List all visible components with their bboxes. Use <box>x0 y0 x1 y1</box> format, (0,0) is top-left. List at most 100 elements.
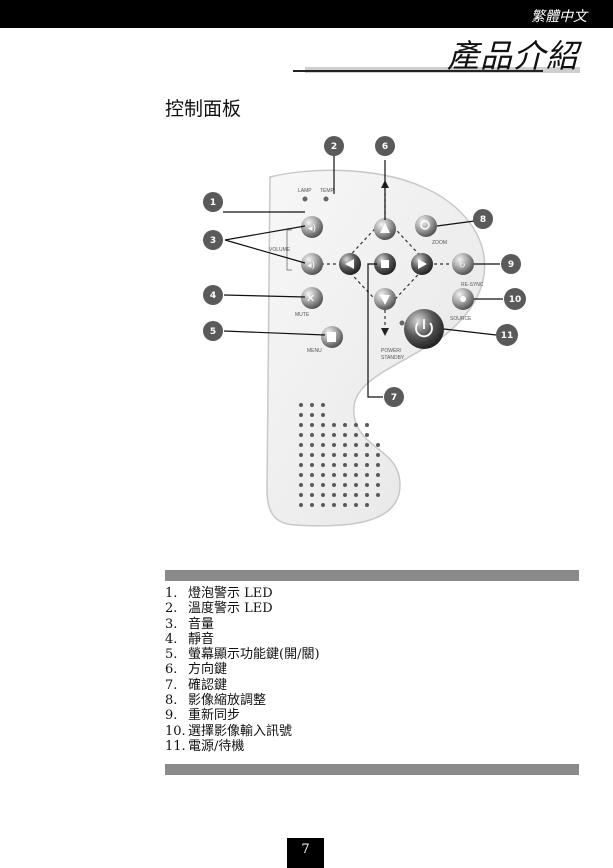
speaker-hole <box>332 453 336 457</box>
section-heading: 控制面板 <box>165 98 242 120</box>
speaker-hole <box>365 503 369 507</box>
callout-markers: 1 2 3 4 5 6 7 8 9 10 11 <box>203 136 526 407</box>
callout-2: 2 <box>324 136 344 156</box>
svg-text:↻: ↻ <box>458 261 466 271</box>
legend-text: 方向鍵 <box>188 662 228 678</box>
speaker-hole <box>354 463 358 467</box>
svg-text:◂): ◂) <box>308 223 316 234</box>
speaker-hole <box>321 493 325 497</box>
speaker-hole <box>365 483 369 487</box>
legend-item: 8.影像縮放調整 <box>165 693 320 708</box>
enter-button <box>374 253 396 275</box>
legend-number: 1. <box>165 586 178 601</box>
speaker-grille <box>299 403 380 507</box>
temp-led <box>323 196 329 202</box>
legend-item: 3.音量 <box>165 617 320 632</box>
legend-text: 燈泡警示 LED <box>188 586 273 601</box>
svg-text:11: 11 <box>501 331 514 341</box>
chapter-title: 產品介紹 <box>446 37 579 75</box>
callout-3: 3 <box>203 230 223 250</box>
speaker-hole <box>310 483 314 487</box>
speaker-hole <box>299 463 303 467</box>
up-arrow-button <box>374 218 396 240</box>
legend-text: 選擇影像輸入訊號 <box>188 723 293 739</box>
speaker-hole <box>299 493 303 497</box>
callout-10: 10 <box>504 288 526 310</box>
resync-label: RE-SYNC <box>461 282 484 288</box>
resync-button: ↻ <box>452 253 474 275</box>
source-label: SOURCE <box>450 316 472 322</box>
svg-text:10: 10 <box>509 295 522 305</box>
svg-text:8: 8 <box>480 215 486 225</box>
svg-text:9: 9 <box>508 260 514 270</box>
speaker-hole <box>343 503 347 507</box>
source-button <box>452 288 474 310</box>
speaker-hole <box>343 423 347 427</box>
speaker-hole <box>332 503 336 507</box>
speaker-hole <box>310 473 314 477</box>
callout-6: 6 <box>375 136 395 156</box>
zoom-button <box>415 215 437 237</box>
speaker-hole <box>376 463 380 467</box>
legend-text: 確認鍵 <box>188 677 228 693</box>
speaker-hole <box>332 463 336 467</box>
speaker-hole <box>365 473 369 477</box>
volume-up-button: ◂) <box>301 216 323 238</box>
speaker-hole <box>343 453 347 457</box>
speaker-hole <box>354 453 358 457</box>
legend-text: 重新同步 <box>188 708 241 724</box>
legend-item: 6. 方向鍵 <box>165 662 320 677</box>
speaker-hole <box>332 493 336 497</box>
mute-button: ✕ <box>301 287 323 309</box>
speaker-hole <box>354 483 358 487</box>
legend-number: 3. <box>165 616 178 632</box>
svg-text:7: 7 <box>391 393 397 403</box>
legend-number: 2. <box>165 601 178 617</box>
power-button <box>404 309 444 349</box>
speaker-hole <box>365 463 369 467</box>
speaker-hole <box>310 493 314 497</box>
left-arrow-button <box>339 253 361 275</box>
speaker-hole <box>376 493 380 497</box>
speaker-hole <box>343 433 347 437</box>
speaker-hole <box>299 473 303 477</box>
callout-7: 7 <box>384 387 404 407</box>
speaker-hole <box>310 413 314 417</box>
speaker-hole <box>310 443 314 447</box>
legend-item: 9. 重新同步 <box>165 708 320 723</box>
speaker-hole <box>321 463 325 467</box>
speaker-hole <box>310 503 314 507</box>
speaker-hole <box>321 413 325 417</box>
speaker-hole <box>376 453 380 457</box>
power-led <box>399 320 405 326</box>
legend-text: 影像縮放調整 <box>188 693 267 709</box>
speaker-hole <box>365 493 369 497</box>
svg-text:◂): ◂) <box>307 260 315 271</box>
speaker-hole <box>299 453 303 457</box>
callout-1: 1 <box>203 192 223 212</box>
volume-down-button: ◂) <box>301 253 323 275</box>
lamp-led-label: LAMP <box>298 188 312 194</box>
svg-text:5: 5 <box>210 327 216 337</box>
legend-text: 螢幕顯示功能鍵(開/關) <box>188 647 320 663</box>
legend-number: 6. <box>165 662 178 678</box>
language-label: 繁體中文 <box>531 9 587 25</box>
legend-number: 5. <box>165 647 178 663</box>
top-bar <box>0 0 613 28</box>
menu-label: MENU <box>307 348 322 354</box>
speaker-hole <box>299 443 303 447</box>
speaker-hole <box>310 423 314 427</box>
volume-label: VOLUME <box>269 247 291 253</box>
legend-top-band <box>165 570 579 581</box>
mute-label: MUTE <box>295 312 310 318</box>
legend-number: 9. <box>165 708 178 724</box>
speaker-hole <box>376 483 380 487</box>
svg-text:3: 3 <box>210 236 216 246</box>
temp-led-label: TEMP <box>320 188 335 194</box>
speaker-hole <box>343 483 347 487</box>
svg-text:2: 2 <box>331 142 337 152</box>
speaker-hole <box>321 443 325 447</box>
speaker-hole <box>321 473 325 477</box>
menu-button <box>321 326 343 348</box>
